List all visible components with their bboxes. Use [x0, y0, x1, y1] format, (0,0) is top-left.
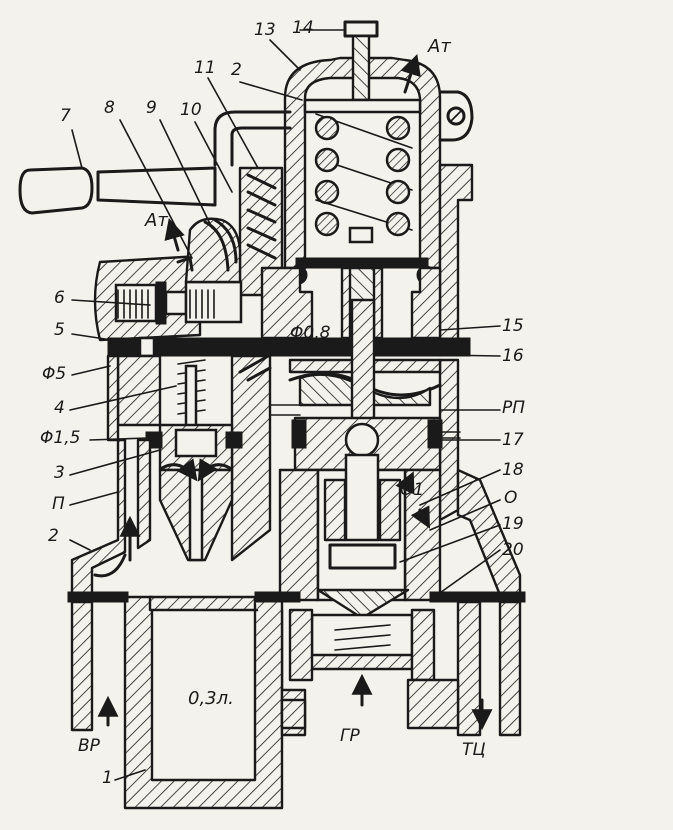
- label-gr: ГР: [340, 726, 360, 746]
- label-p: П: [52, 494, 65, 514]
- label-10: 10: [180, 100, 202, 120]
- label-15: 15: [502, 316, 524, 336]
- top-cap: [283, 20, 474, 270]
- label-16: 16: [502, 346, 524, 366]
- label-14: 14: [292, 18, 314, 38]
- label-2-top: 2: [231, 60, 242, 80]
- label-6: 6: [54, 288, 65, 308]
- label-17: 17: [502, 430, 524, 450]
- label-20: 20: [502, 540, 524, 560]
- label-3: 3: [54, 463, 65, 483]
- flow-arrows: [97, 54, 493, 731]
- label-at-left: Ат: [145, 210, 168, 231]
- label-o: О: [504, 488, 518, 508]
- handle: [18, 166, 217, 215]
- label-o1: О1: [400, 480, 425, 500]
- label-tc: ТЦ: [462, 740, 486, 760]
- piston-upper: [288, 298, 442, 452]
- label-8: 8: [104, 98, 115, 118]
- label-phi15: Φ1,5: [40, 428, 81, 448]
- left-column: [116, 354, 272, 562]
- spring-assembly: [288, 98, 436, 285]
- label-vr: ВР: [78, 736, 100, 756]
- label-18: 18: [502, 460, 524, 480]
- label-19: 19: [502, 514, 524, 534]
- label-11: 11: [194, 58, 216, 78]
- left-valve: [93, 217, 243, 342]
- label-at-top: Ат: [428, 36, 451, 57]
- label-volume: 0,3л.: [188, 688, 234, 709]
- label-phi5: Φ5: [42, 364, 67, 384]
- label-9: 9: [146, 98, 157, 118]
- label-4: 4: [54, 398, 65, 418]
- leader-lines: [69, 39, 501, 781]
- label-1: 1: [102, 768, 113, 788]
- flanges: [67, 591, 526, 737]
- channels: [238, 353, 301, 416]
- label-13: 13: [254, 20, 276, 40]
- label-phi08: Φ0,8: [290, 323, 331, 343]
- separator-plate: [107, 336, 471, 358]
- label-7: 7: [60, 106, 71, 126]
- upper-body: [260, 266, 442, 340]
- label-2-left: 2: [48, 526, 59, 546]
- label-5: 5: [54, 320, 65, 340]
- lower-valve: [278, 453, 442, 682]
- label-rp: РП: [502, 398, 526, 418]
